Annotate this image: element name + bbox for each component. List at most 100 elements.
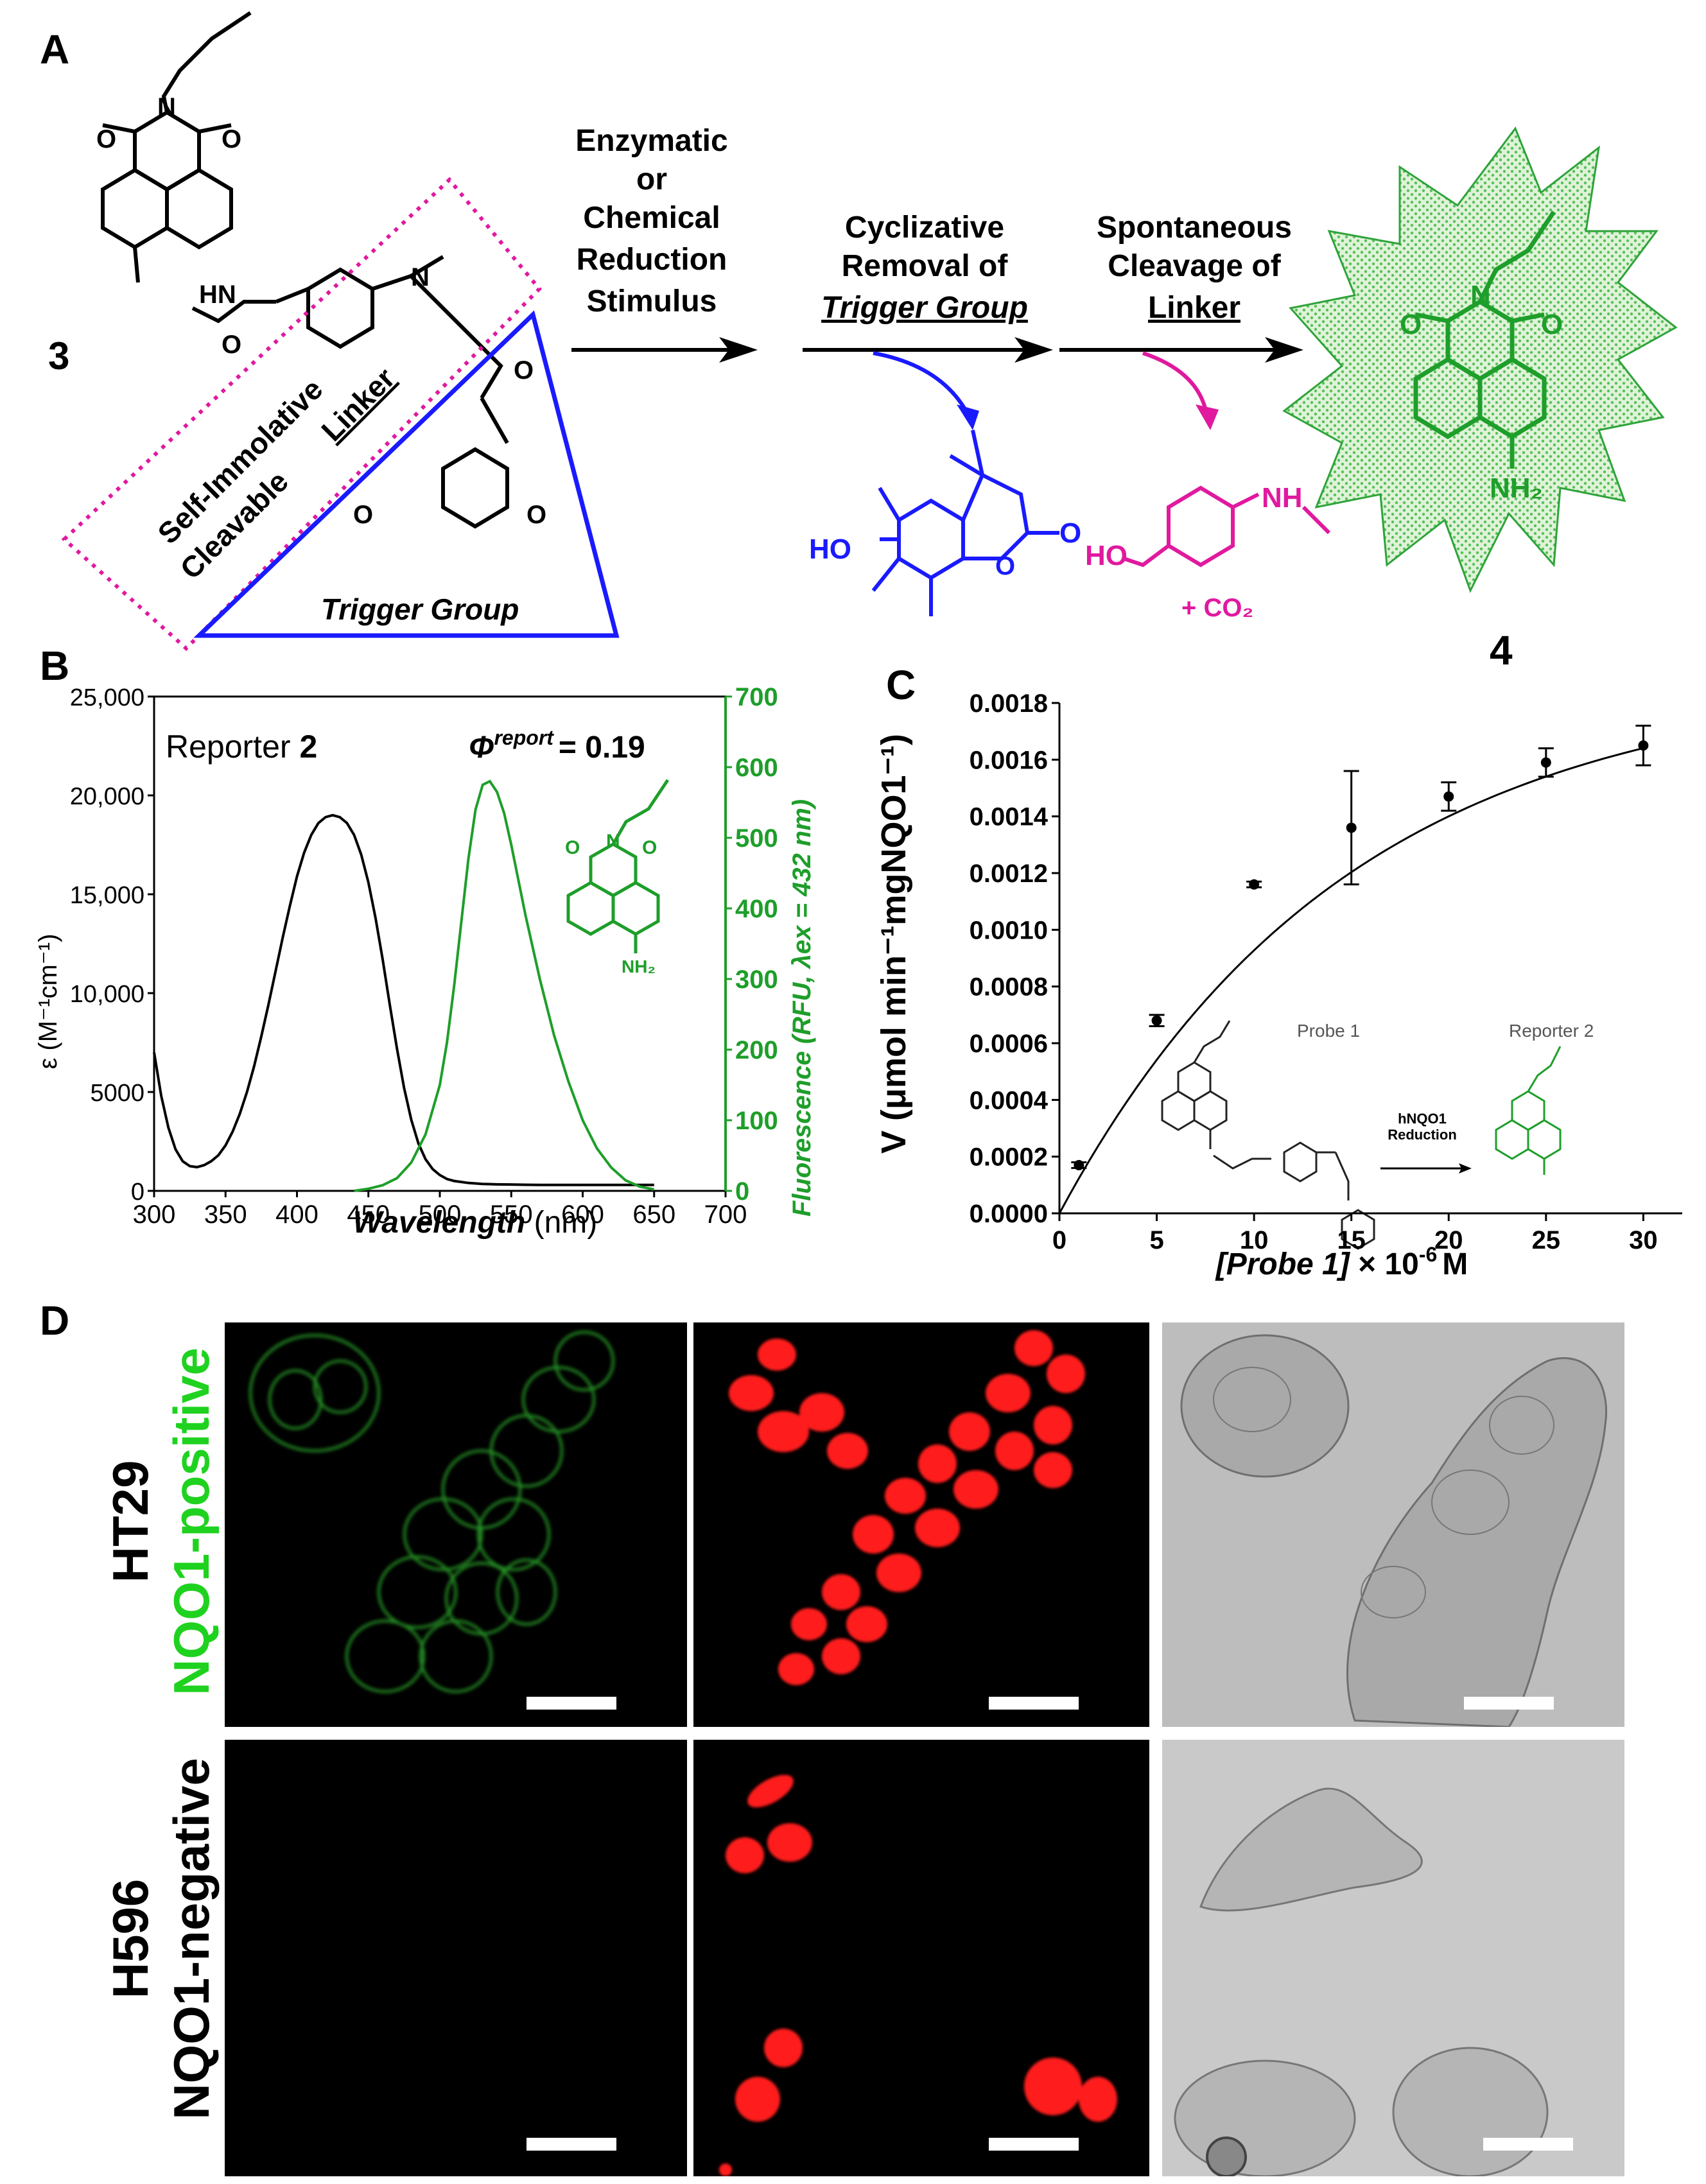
data-point (1346, 822, 1357, 833)
step1-line5: Stimulus (587, 284, 717, 318)
absorbance-line (153, 813, 654, 1186)
compound-3-label: 3 (48, 334, 69, 377)
cyclized-trigger-structure (871, 429, 1059, 616)
b-xtick-label: 400 (275, 1200, 318, 1229)
ht29-brightfield-image (1162, 1322, 1624, 1727)
inset-reporter-label: Reporter 2 (1509, 1021, 1594, 1041)
row2-cell-line: H596 (102, 1879, 159, 1998)
reporter-title: Reporter 2 (166, 729, 317, 765)
reporter-inset-structure (566, 779, 670, 953)
inset-probe-label: Probe 1 (1297, 1021, 1360, 1041)
c-xtick-label: 30 (1629, 1226, 1658, 1254)
row1-status: NQO1-positive (163, 1348, 220, 1695)
step3-line3: Linker (1148, 291, 1240, 325)
c-xtick-label: 25 (1532, 1226, 1561, 1254)
c-ytick-label: 0.0002 (970, 1143, 1048, 1172)
step1-line2: or (636, 162, 667, 196)
c-ytick-label: 0.0010 (970, 916, 1048, 944)
h596-green-image (225, 1740, 687, 2176)
b-ylabel-left: ε (M⁻¹cm⁻¹) (34, 933, 62, 1069)
h596-brightfield-image (1162, 1740, 1624, 2176)
step1-line4: Reduction (577, 243, 727, 277)
o-atom: O (222, 125, 241, 153)
inset-probe-structure (1161, 1020, 1375, 1250)
released-linker-structure (1123, 485, 1331, 568)
b-ytick-left-label: 10,000 (70, 981, 144, 1008)
b-ytick-left-label: 5000 (90, 1080, 144, 1107)
ho-label: HO (809, 533, 851, 565)
step2-line2: Removal of (842, 249, 1009, 283)
b-xtick-label: 350 (204, 1200, 247, 1229)
panel-label-c: C (886, 662, 916, 708)
o-atom: O (96, 125, 116, 153)
data-point (1249, 879, 1260, 890)
data-point (1074, 1159, 1084, 1170)
co2-label: + CO₂ (1181, 594, 1253, 622)
fluorescence-burst (1282, 126, 1678, 593)
b-ytick-right-label: 500 (735, 824, 778, 853)
panel-label-b: B (40, 643, 70, 689)
scale-bar (527, 2138, 616, 2151)
b-ytick-right-label: 0 (735, 1177, 749, 1206)
b-ytick-left-label: 25,000 (70, 684, 144, 711)
c-ytick-label: 0.0018 (970, 689, 1048, 718)
linker-nh-label: NH (1262, 482, 1303, 514)
c-xtick-label: 20 (1434, 1226, 1463, 1254)
b-ytick-right-label: 600 (735, 754, 778, 782)
b-ytick-left-label: 20,000 (70, 783, 144, 810)
b-xtick-label: 650 (632, 1200, 675, 1229)
b-xtick-label: 450 (347, 1200, 390, 1229)
scale-bar (527, 1697, 616, 1710)
inset-arrow-line1: hNQO1 (1398, 1111, 1447, 1127)
step3-line2: Cleavage of (1108, 249, 1281, 283)
c-ytick-label: 0.0012 (970, 860, 1048, 888)
c-ytick-label: 0.0016 (970, 746, 1048, 774)
panel-d: D HT29 NQO1-positive H596 NQO1-negative (0, 1284, 1706, 2184)
svg-text:N: N (606, 831, 620, 852)
b-ytick-left-label: 0 (131, 1179, 144, 1206)
absorbance-emission-chart: Reporter 2 Φreport= 0.19 Wavelength (nm)… (34, 683, 816, 1240)
hn-label: HN (199, 281, 236, 309)
svg-text:O: O (1059, 517, 1081, 549)
o-atom: O (353, 501, 373, 529)
svg-text:O: O (1400, 309, 1422, 340)
svg-text:O: O (565, 837, 580, 858)
data-point (1638, 740, 1649, 751)
svg-text:O: O (642, 837, 657, 858)
c-ylabel: V (μmol min⁻¹mgNQO1⁻¹) (875, 734, 913, 1154)
step1-line1: Enzymatic (575, 124, 727, 158)
b-ytick-right-label: 400 (735, 895, 778, 923)
c-xtick-label: 15 (1337, 1226, 1366, 1254)
linker-box (61, 177, 543, 652)
b-ylabel-right: Fluorescence (RFU, λex = 432 nm) (788, 799, 816, 1217)
ht29-green-image (225, 1322, 687, 1727)
data-point (1540, 757, 1551, 768)
c-ytick-label: 0.0000 (970, 1200, 1048, 1228)
compound-3-structure (101, 11, 509, 529)
data-point (1443, 791, 1454, 802)
c-ytick-label: 0.0006 (970, 1030, 1048, 1058)
step2-line3: Trigger Group (821, 291, 1028, 325)
b-ytick-right-label: 200 (735, 1036, 778, 1064)
quantum-yield: Φreport= 0.19 (469, 726, 645, 765)
c-xtick-label: 10 (1240, 1226, 1269, 1254)
o-atom: O (222, 331, 241, 359)
emission-line (354, 779, 655, 1192)
b-xtick-label: 600 (561, 1200, 604, 1229)
inset-reporter-structure (1495, 1046, 1562, 1175)
step1-line3: Chemical (583, 201, 720, 235)
trigger-label: Trigger Group (321, 593, 519, 626)
b-ytick-right-label: 100 (735, 1107, 778, 1135)
data-point (1151, 1015, 1162, 1026)
inset-arrow-line2: Reduction (1388, 1127, 1457, 1143)
b-xtick-label: 500 (419, 1200, 462, 1229)
trigger-box (193, 310, 620, 638)
svg-text:O: O (1541, 309, 1563, 340)
scale-bar (1464, 1697, 1554, 1710)
row-labels: HT29 NQO1-positive H596 NQO1-negative (102, 1348, 220, 2120)
n-atom: N (157, 93, 176, 121)
panel-c: C V (μmol min⁻¹mgNQO1⁻¹) [Probe 1] × 10-… (835, 642, 1706, 1284)
row1-cell-line: HT29 (102, 1460, 159, 1583)
n-atom: N (411, 263, 430, 291)
